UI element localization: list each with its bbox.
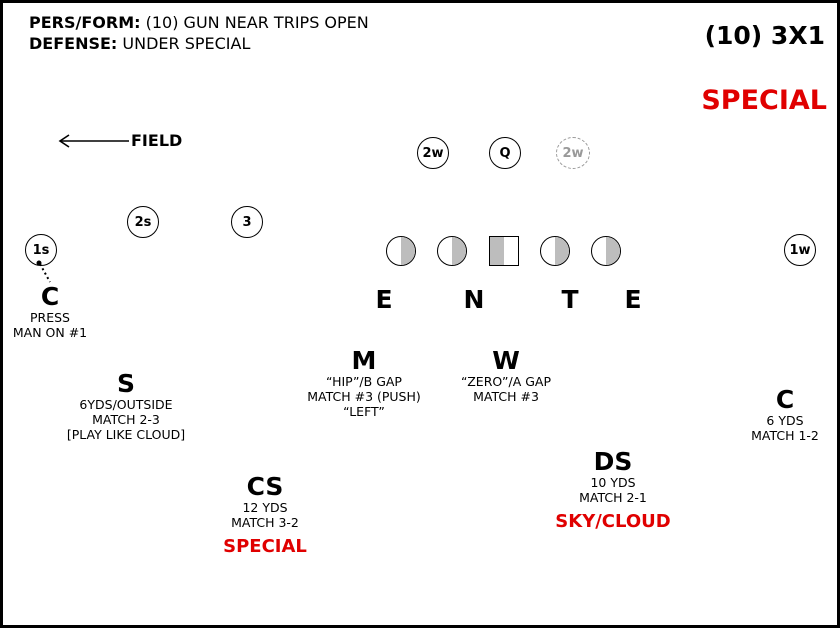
defender-note: MAN ON #1 xyxy=(12,325,88,340)
defender-safety: S 6YDS/OUTSIDE MATCH 2-3 [PLAY LIKE CLOU… xyxy=(66,369,186,443)
field-label: FIELD xyxy=(131,131,183,150)
defender-note: [PLAY LIKE CLOUD] xyxy=(66,427,186,442)
defender-note: MATCH 2-1 xyxy=(579,490,647,505)
pers-label: PERS/FORM: xyxy=(29,13,141,32)
receiver-2s: 2s xyxy=(127,206,159,238)
receiver-3: 3 xyxy=(231,206,263,238)
defender-letter: W xyxy=(492,346,520,375)
dl-end-left: E xyxy=(375,285,393,314)
back-2w-alt: 2w xyxy=(556,137,590,169)
pers-value: (10) GUN NEAR TRIPS OPEN xyxy=(145,13,369,32)
defender-letter: C xyxy=(40,282,60,311)
dl-nose: N xyxy=(463,285,485,314)
dl-end-right: E xyxy=(624,285,642,314)
offensive-lineman xyxy=(540,236,570,266)
defender-letter: DS xyxy=(593,447,633,476)
defender-note: 10 YDS xyxy=(590,475,636,490)
cs-coverage-note: SPECIAL xyxy=(223,536,307,557)
offensive-lineman xyxy=(591,236,621,266)
defender-note: MATCH 2-3 xyxy=(92,412,160,427)
offensive-lineman xyxy=(437,236,467,266)
defender-cs: CS 12 YDS MATCH 3-2 SPECIAL xyxy=(223,474,307,558)
defender-note: 12 YDS xyxy=(242,500,288,515)
defender-corner-boundary: C 6 YDS MATCH 1-2 xyxy=(751,385,819,444)
defender-note: MATCH 1-2 xyxy=(751,428,819,443)
quarterback: Q xyxy=(489,137,521,169)
coverage-tag: SPECIAL xyxy=(701,85,827,116)
personnel-formation-line: PERS/FORM: (10) GUN NEAR TRIPS OPEN xyxy=(29,13,369,33)
defense-label: DEFENSE: xyxy=(29,34,118,53)
dl-tackle: T xyxy=(561,285,579,314)
defender-note: “HIP”/B GAP xyxy=(326,374,402,389)
defender-note: MATCH 3-2 xyxy=(231,515,299,530)
defender-note: 6 YDS xyxy=(766,413,804,428)
press-dotted-line xyxy=(36,260,51,283)
receiver-1w: 1w xyxy=(784,234,816,266)
defender-letter: C xyxy=(775,385,795,414)
offensive-center xyxy=(489,236,519,266)
defender-letter: CS xyxy=(246,472,284,501)
offensive-lineman xyxy=(386,236,416,266)
field-arrow-icon xyxy=(58,134,129,148)
defender-note: “ZERO”/A GAP xyxy=(460,374,552,389)
receiver-1s: 1s xyxy=(25,234,57,266)
defender-mike: M “HIP”/B GAP MATCH #3 (PUSH) “LEFT” xyxy=(307,346,421,420)
back-2w: 2w xyxy=(417,137,449,169)
defender-letter: M xyxy=(351,346,377,375)
defender-note: MATCH #3 (PUSH) xyxy=(307,389,421,404)
defender-note: MATCH #3 xyxy=(473,389,539,404)
formation-tag: (10) 3X1 xyxy=(704,21,825,50)
defense-line: DEFENSE: UNDER SPECIAL xyxy=(29,34,250,54)
defender-note: PRESS xyxy=(30,310,70,325)
defender-will: W “ZERO”/A GAP MATCH #3 xyxy=(460,346,552,405)
defender-note: 6YDS/OUTSIDE xyxy=(79,397,173,412)
defense-value: UNDER SPECIAL xyxy=(122,34,251,53)
ds-coverage-note: SKY/CLOUD xyxy=(555,511,671,532)
defender-ds: DS 10 YDS MATCH 2-1 SKY/CLOUD xyxy=(555,449,670,533)
defender-letter: S xyxy=(116,369,135,398)
defender-corner-field: C PRESS MAN ON #1 xyxy=(12,282,88,341)
defender-note: “LEFT” xyxy=(343,404,385,419)
